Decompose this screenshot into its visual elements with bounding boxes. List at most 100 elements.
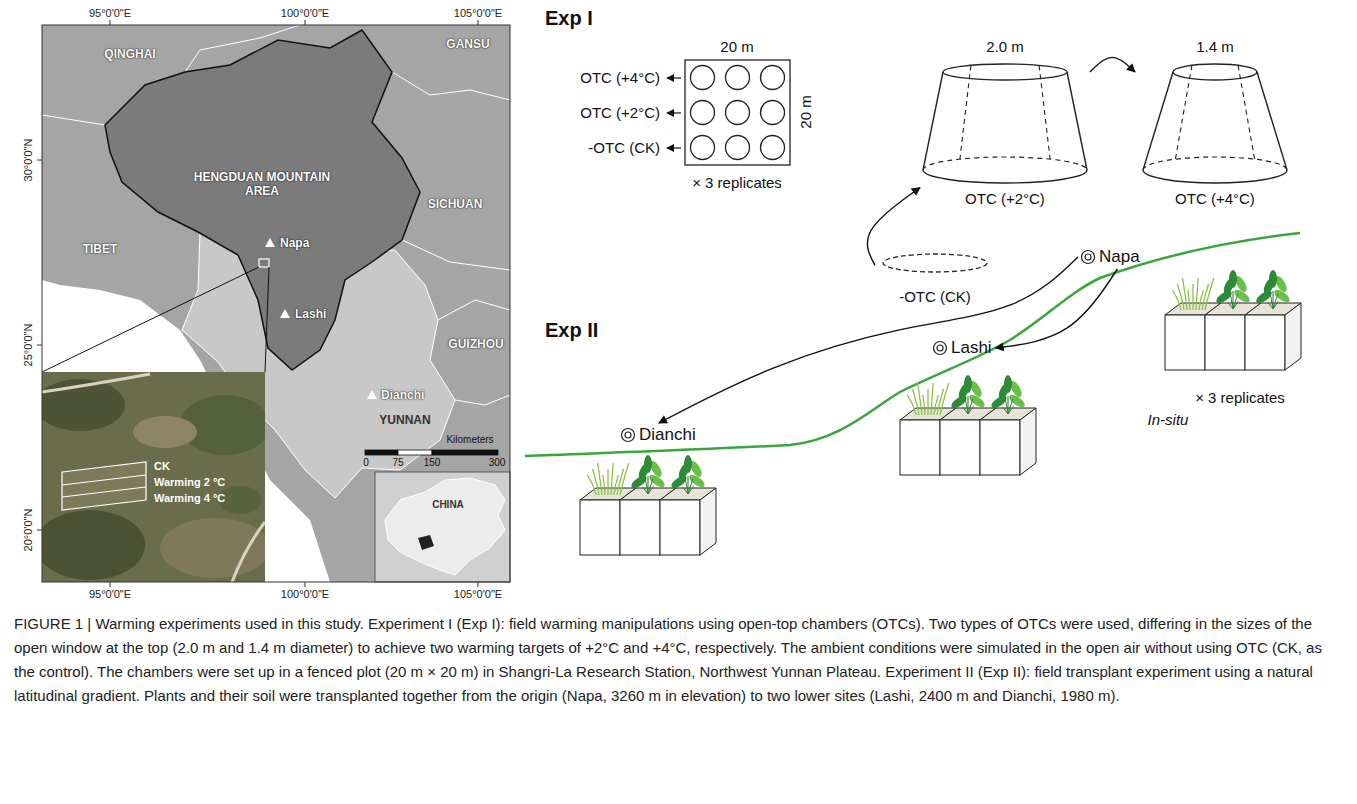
province-name: TIBET bbox=[83, 243, 118, 257]
tick bbox=[305, 582, 306, 587]
plant-stem bbox=[1008, 396, 1009, 414]
plant-leaf bbox=[1004, 375, 1012, 393]
longitude-label: 100°0'0"E bbox=[281, 7, 329, 20]
scale-tick-label: 150 bbox=[424, 457, 441, 469]
plot-grid bbox=[667, 60, 790, 165]
plot-outline bbox=[62, 462, 146, 510]
chamber-circle bbox=[691, 101, 715, 125]
symbol-ring bbox=[934, 342, 947, 355]
province-name: YUNNAN bbox=[379, 414, 430, 428]
region-name: HENGDUAN MOUNTAIN AREA bbox=[182, 171, 342, 199]
grass-blade bbox=[603, 475, 605, 495]
chamber-circle bbox=[691, 66, 715, 90]
dimension-label: 1.4 m bbox=[1196, 38, 1234, 56]
zoom-line bbox=[265, 267, 269, 372]
soil-monolith-set bbox=[1165, 270, 1301, 370]
grass-blade bbox=[1177, 284, 1184, 310]
site-marker: Lashi bbox=[930, 336, 996, 360]
grass-blade bbox=[1196, 278, 1198, 310]
chamber-post bbox=[960, 65, 971, 159]
site-triangle bbox=[367, 390, 377, 399]
otc-chamber: 1.4 m OTC (+4°C) bbox=[1135, 38, 1295, 208]
chamber-wall bbox=[1143, 72, 1173, 170]
longitude-label: 105°0'0"E bbox=[454, 7, 502, 20]
china-inset bbox=[375, 472, 510, 582]
replicate-note: × 3 replicates bbox=[692, 174, 782, 191]
grass-blade bbox=[1183, 278, 1187, 310]
chamber-base bbox=[1143, 170, 1287, 183]
plant-stem bbox=[1008, 399, 1013, 414]
scale-tick-label: 300 bbox=[489, 457, 506, 469]
grass-blade bbox=[923, 395, 925, 415]
bare-patch bbox=[133, 416, 197, 448]
site-marker: Dianchi bbox=[618, 423, 700, 447]
latitude-label: 20°0'0"N bbox=[22, 509, 35, 552]
transfer-arrow bbox=[867, 188, 920, 266]
province-border bbox=[438, 300, 510, 320]
transfer-arrow bbox=[659, 257, 1078, 423]
node-label: -OTC (CK) bbox=[899, 288, 971, 306]
chamber-base bbox=[923, 170, 1087, 183]
chamber-base bbox=[923, 157, 1087, 170]
node-label: OTC (+4°C) bbox=[1175, 190, 1255, 208]
plant-stem bbox=[1273, 294, 1278, 309]
chamber-wall bbox=[923, 72, 943, 170]
monolith-front bbox=[580, 500, 620, 555]
tree-patch bbox=[42, 510, 145, 580]
symbol-ring bbox=[1082, 251, 1095, 264]
transfer-arrow bbox=[1090, 57, 1135, 72]
control-plot: -OTC (CK) bbox=[875, 248, 995, 306]
treatment-label: OTC (+4°C) bbox=[580, 69, 660, 86]
longitude-label: 95°0'0"E bbox=[89, 7, 131, 20]
satellite-inset bbox=[42, 372, 265, 582]
symbol-ring bbox=[1085, 254, 1091, 260]
monolith-front bbox=[980, 420, 1020, 475]
study-area-box bbox=[259, 259, 269, 267]
road bbox=[42, 374, 150, 392]
province-borders bbox=[42, 25, 510, 405]
plot-divider bbox=[62, 475, 146, 485]
grass-blade bbox=[607, 469, 608, 495]
site-symbol bbox=[932, 340, 948, 356]
panel-heading: Exp II bbox=[545, 319, 598, 342]
province-border bbox=[392, 72, 510, 100]
plot-label: CK bbox=[154, 460, 170, 473]
monolith-front bbox=[1245, 315, 1285, 370]
leader-arrow bbox=[667, 77, 681, 78]
plant-stem bbox=[688, 479, 693, 494]
grass-blade bbox=[912, 389, 919, 415]
leader-arrow bbox=[667, 147, 681, 148]
site-note: In-situ bbox=[1148, 411, 1189, 428]
grass-blade bbox=[1188, 290, 1190, 310]
grass-blade bbox=[1205, 278, 1214, 310]
leader-arrow bbox=[667, 112, 681, 113]
plant-stem bbox=[968, 399, 973, 414]
fenced-plot bbox=[685, 60, 790, 165]
chamber-circle bbox=[761, 101, 785, 125]
replicate-note: × 3 replicates bbox=[1195, 389, 1285, 406]
plant-leaf bbox=[644, 455, 652, 473]
plant-stem bbox=[1233, 291, 1234, 309]
grass-blade bbox=[927, 389, 928, 415]
longitude-label: 95°0'0"E bbox=[89, 588, 131, 601]
row-leaders bbox=[667, 78, 681, 148]
plant-stem bbox=[1273, 291, 1274, 309]
graticule-ticks bbox=[37, 20, 478, 587]
node-label: Lashi bbox=[951, 338, 992, 357]
dimension-label: 20 m bbox=[720, 38, 753, 55]
monolith-front bbox=[940, 420, 980, 475]
latitude-label: 30°0'0"N bbox=[22, 139, 35, 182]
dimension-label: 2.0 m bbox=[986, 38, 1024, 56]
chamber-base bbox=[1143, 157, 1287, 170]
plant-leaf bbox=[1269, 270, 1277, 288]
site-symbol bbox=[1080, 249, 1096, 265]
scale-bar bbox=[365, 450, 498, 455]
latitude-label: 25°0'0"N bbox=[22, 324, 35, 367]
scale-segment bbox=[365, 450, 398, 455]
china-area bbox=[42, 25, 510, 582]
symbol-ring bbox=[937, 345, 943, 351]
symbol-ring bbox=[622, 429, 635, 442]
monolith-side bbox=[700, 488, 716, 555]
